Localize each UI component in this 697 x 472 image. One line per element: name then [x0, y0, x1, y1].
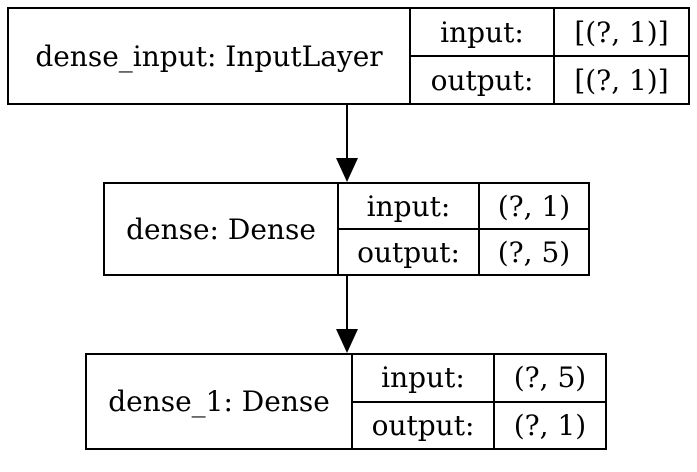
io-value-cell: [(?, 1)] [553, 57, 688, 103]
layer-node-dense: dense: Dense input: (?, 1) output: (?, 5… [103, 182, 590, 276]
io-key-cell: input: [381, 361, 465, 395]
io-shape-table: input: (?, 5) output: (?, 1) [351, 355, 605, 448]
io-row-output: output: (?, 5) [339, 228, 588, 274]
arrowhead-icon [336, 329, 358, 353]
io-row-input: input: [(?, 1)] [411, 9, 688, 55]
io-shape-table: input: (?, 1) output: (?, 5) [337, 184, 588, 274]
io-shape-table: input: [(?, 1)] output: [(?, 1)] [409, 9, 688, 103]
edge-dense-to-dense-1 [346, 276, 348, 331]
layer-name-label: dense: Dense [126, 212, 316, 246]
io-key-cell: input: [366, 189, 451, 223]
io-row-input: input: (?, 1) [339, 184, 588, 228]
edge-dense-input-to-dense [346, 105, 348, 160]
io-row-output: output: (?, 1) [353, 400, 605, 448]
layer-node-dense-1: dense_1: Dense input: (?, 5) output: (?,… [85, 353, 607, 450]
io-value-cell: (?, 5) [493, 355, 605, 401]
io-row-input: input: (?, 5) [353, 355, 605, 401]
arrowhead-icon [336, 158, 358, 182]
io-row-output: output: [(?, 1)] [411, 55, 688, 103]
io-key-cell: output: [371, 408, 475, 442]
layer-node-dense-input: dense_input: InputLayer input: [(?, 1)] … [7, 7, 690, 105]
io-key-cell: output: [357, 235, 460, 269]
io-key-cell: output: [430, 63, 534, 97]
layer-name-label: dense_1: Dense [108, 385, 330, 418]
io-value-cell: (?, 1) [478, 184, 588, 228]
layer-name-label: dense_input: InputLayer [35, 39, 383, 73]
io-value-cell: (?, 1) [493, 402, 605, 448]
io-value-cell: [(?, 1)] [553, 9, 688, 55]
io-key-cell: input: [440, 15, 524, 49]
io-value-cell: (?, 5) [478, 230, 588, 274]
